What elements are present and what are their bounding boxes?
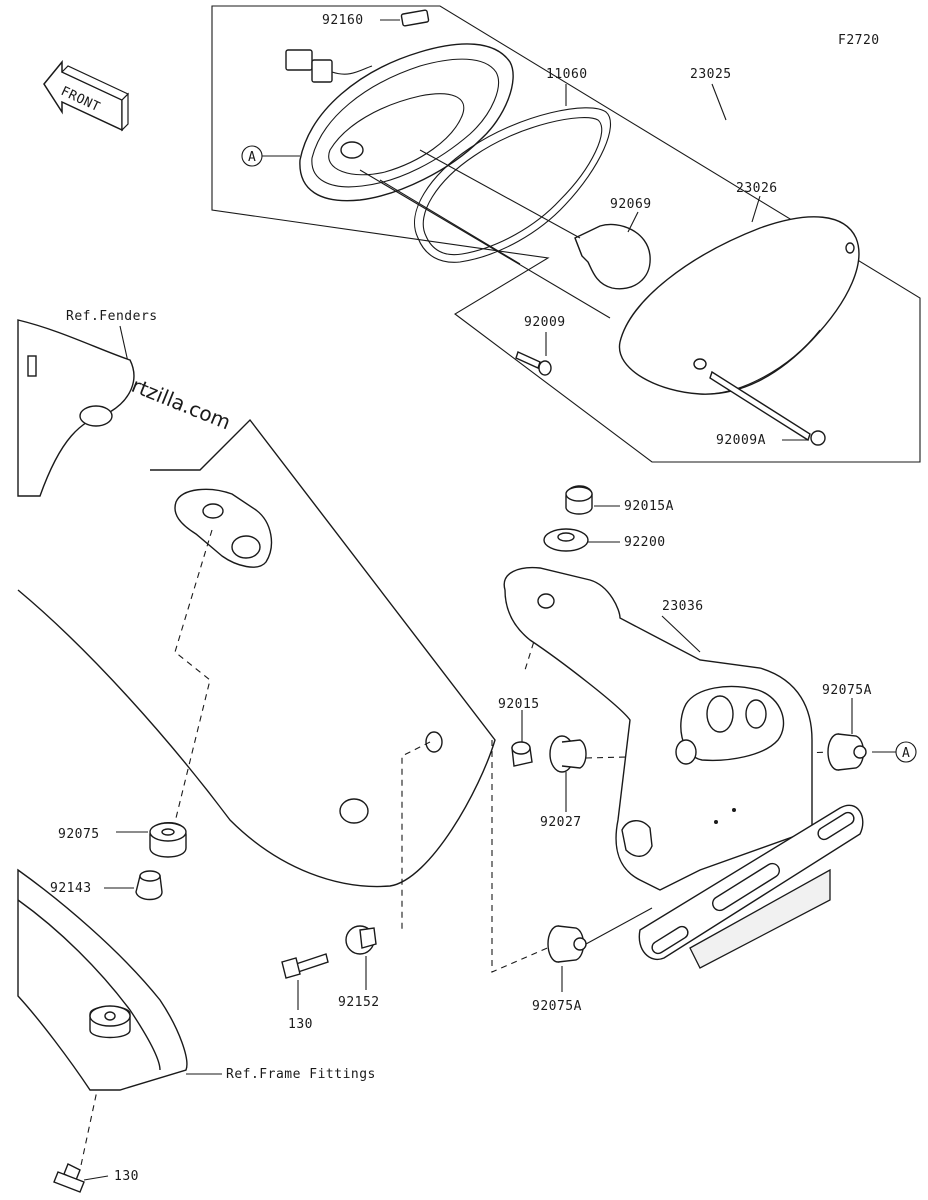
label-92009a: 92009A [716,433,766,448]
tail-lamp-assembly-box [211,5,921,463]
grommet-92075a-top [827,733,867,771]
label-23036: 23036 [662,599,704,614]
label-92160: 92160 [322,13,364,28]
nut-92015 [511,741,533,767]
label-92015a: 92015A [624,499,674,514]
label-23026: 23026 [736,181,778,196]
grommet-92075a-bottom [547,925,587,963]
screw-92009 [515,351,552,376]
label-92143: 92143 [50,881,92,896]
tail-lamp-housing [285,43,514,202]
license-plate-holder [638,804,864,969]
license-bracket-23036 [503,566,813,891]
figure-code: F2720 [838,33,880,48]
screw-92009a [709,370,826,446]
upper-fender-fragment [17,319,135,497]
label-92075a-bottom: 92075A [532,999,582,1014]
label-92075a-top: 92075A [822,683,872,698]
label-130-bottom: 130 [114,1169,139,1184]
washer-92200 [543,528,589,552]
bolt-92152 [345,925,377,955]
cap-nut-92015a [565,485,593,515]
frame-fitting [17,868,188,1091]
collar-92143 [135,870,163,901]
ref-fenders-label: Ref.Fenders [66,309,158,324]
label-92075: 92075 [58,827,100,842]
bulb-92069 [574,223,651,290]
lens-23026 [618,216,860,395]
callout-a-top-label: A [248,150,256,165]
label-23025: 23025 [690,67,732,82]
label-92200: 92200 [624,535,666,550]
bolt-130-mid [281,953,329,979]
label-92069: 92069 [610,197,652,212]
grommet-92075 [149,822,187,858]
label-11060: 11060 [546,67,588,82]
front-arrow-icon: FRONT [43,59,130,132]
callout-a-right-label: A [902,746,910,761]
gasket-11060 [414,107,611,263]
label-130-mid: 130 [288,1017,313,1032]
label-92015: 92015 [498,697,540,712]
label-92027: 92027 [540,815,582,830]
ref-frame-fittings-label: Ref.Frame Fittings [226,1067,376,1082]
label-92152: 92152 [338,995,380,1010]
rear-fender [17,418,496,888]
collar-92027 [549,735,587,773]
bolt-130-bottom [53,1163,85,1193]
pad-92160 [400,9,430,27]
label-92009: 92009 [524,315,566,330]
